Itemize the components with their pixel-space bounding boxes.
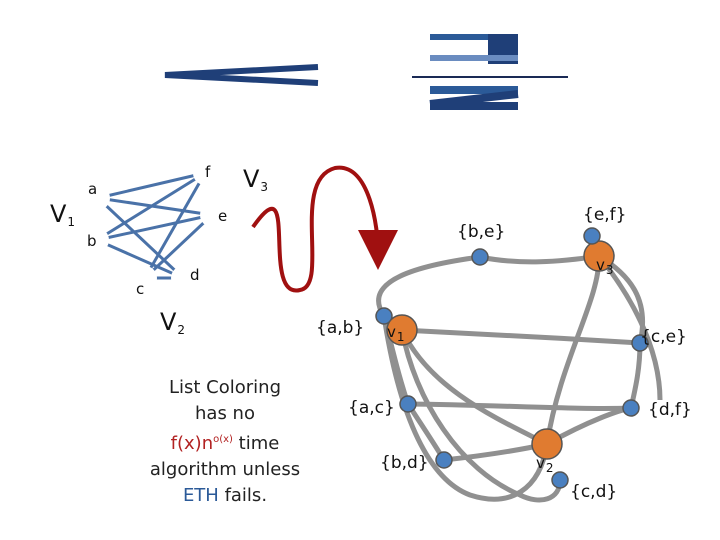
right-edge-13 (381, 315, 550, 502)
vertex-label-a: a (88, 180, 98, 198)
right-edge-7 (401, 327, 641, 346)
right-graph-edges (376, 253, 663, 503)
right-vertex-ab (375, 307, 393, 325)
partition-label-v2: V2 (160, 308, 186, 337)
vertex-label-d: d (190, 266, 200, 284)
set-label-bd: {b,d} (380, 453, 429, 473)
special-label-v1: v1 (387, 323, 405, 344)
set-label-ac: {a,c} (348, 398, 395, 418)
right-vertex-v1 (386, 314, 418, 346)
right-edge-6 (407, 401, 632, 411)
edge-b-f (96, 171, 206, 242)
right-vertex-ac (399, 395, 417, 413)
transformation-arrow (251, 165, 398, 293)
edge-b-e (96, 213, 213, 242)
right-graph-vertices (375, 227, 649, 489)
edge-a-e (97, 196, 213, 217)
set-label-be: {b,e} (457, 222, 506, 242)
right-edge-8 (399, 328, 549, 447)
right-vertex-v2 (531, 428, 563, 460)
right-vertex-cd (551, 471, 569, 489)
right-vertex-ef (583, 227, 601, 245)
edge-a-f (97, 171, 206, 200)
fraction-one-half (412, 34, 568, 110)
special-label-v3: v3 (596, 256, 614, 277)
edge-a-d (96, 196, 185, 280)
set-label-ce: {c,e} (640, 327, 687, 347)
right-edge-5 (628, 342, 643, 409)
vertex-d (171, 266, 195, 290)
vertex-label-c: c (136, 280, 145, 298)
vertex-e (200, 203, 224, 227)
right-edge-14 (597, 254, 663, 401)
vertex-b (85, 228, 109, 252)
caption-text: List Coloring has no f(x)no(x) time algo… (140, 375, 310, 509)
right-vertex-bd (435, 451, 453, 469)
set-label-ef: {e,f} (583, 205, 627, 225)
caption-line-3: f(x)no(x) time (170, 433, 280, 454)
vertex-label-f: f (205, 163, 211, 181)
caption-line-2: has no (195, 403, 255, 424)
right-edge-3 (479, 253, 600, 265)
special-label-v2: v2 (536, 454, 554, 475)
vertex-f (193, 161, 217, 185)
right-edge-11 (544, 255, 602, 445)
less-than-symbol (164, 64, 319, 86)
vertex-c (133, 266, 157, 290)
caption-line-5: ETH fails. (182, 485, 268, 506)
edge-b-d (96, 238, 184, 280)
vertex-label-b: b (87, 232, 97, 250)
right-vertex-ce (631, 334, 649, 352)
edge-c-f (143, 172, 207, 279)
right-vertex-df (622, 399, 640, 417)
left-graph-vertices (85, 161, 224, 290)
partition-label-v1: V1 (50, 200, 76, 229)
set-label-ab: {a,b} (316, 318, 365, 338)
right-edge-12 (399, 329, 563, 503)
set-label-cd: {c,d} (570, 482, 618, 502)
caption-line-1: List Coloring (168, 377, 282, 398)
left-graph-edges (96, 171, 214, 280)
vertex-a (86, 186, 110, 210)
vertex-label-e: e (218, 207, 228, 225)
caption-line-4: algorithm unless (149, 459, 301, 480)
right-vertex-be (471, 248, 489, 266)
partition-label-v3: V3 (243, 165, 269, 194)
right-edge-2 (376, 254, 481, 318)
set-label-df: {d,f} (648, 400, 692, 420)
